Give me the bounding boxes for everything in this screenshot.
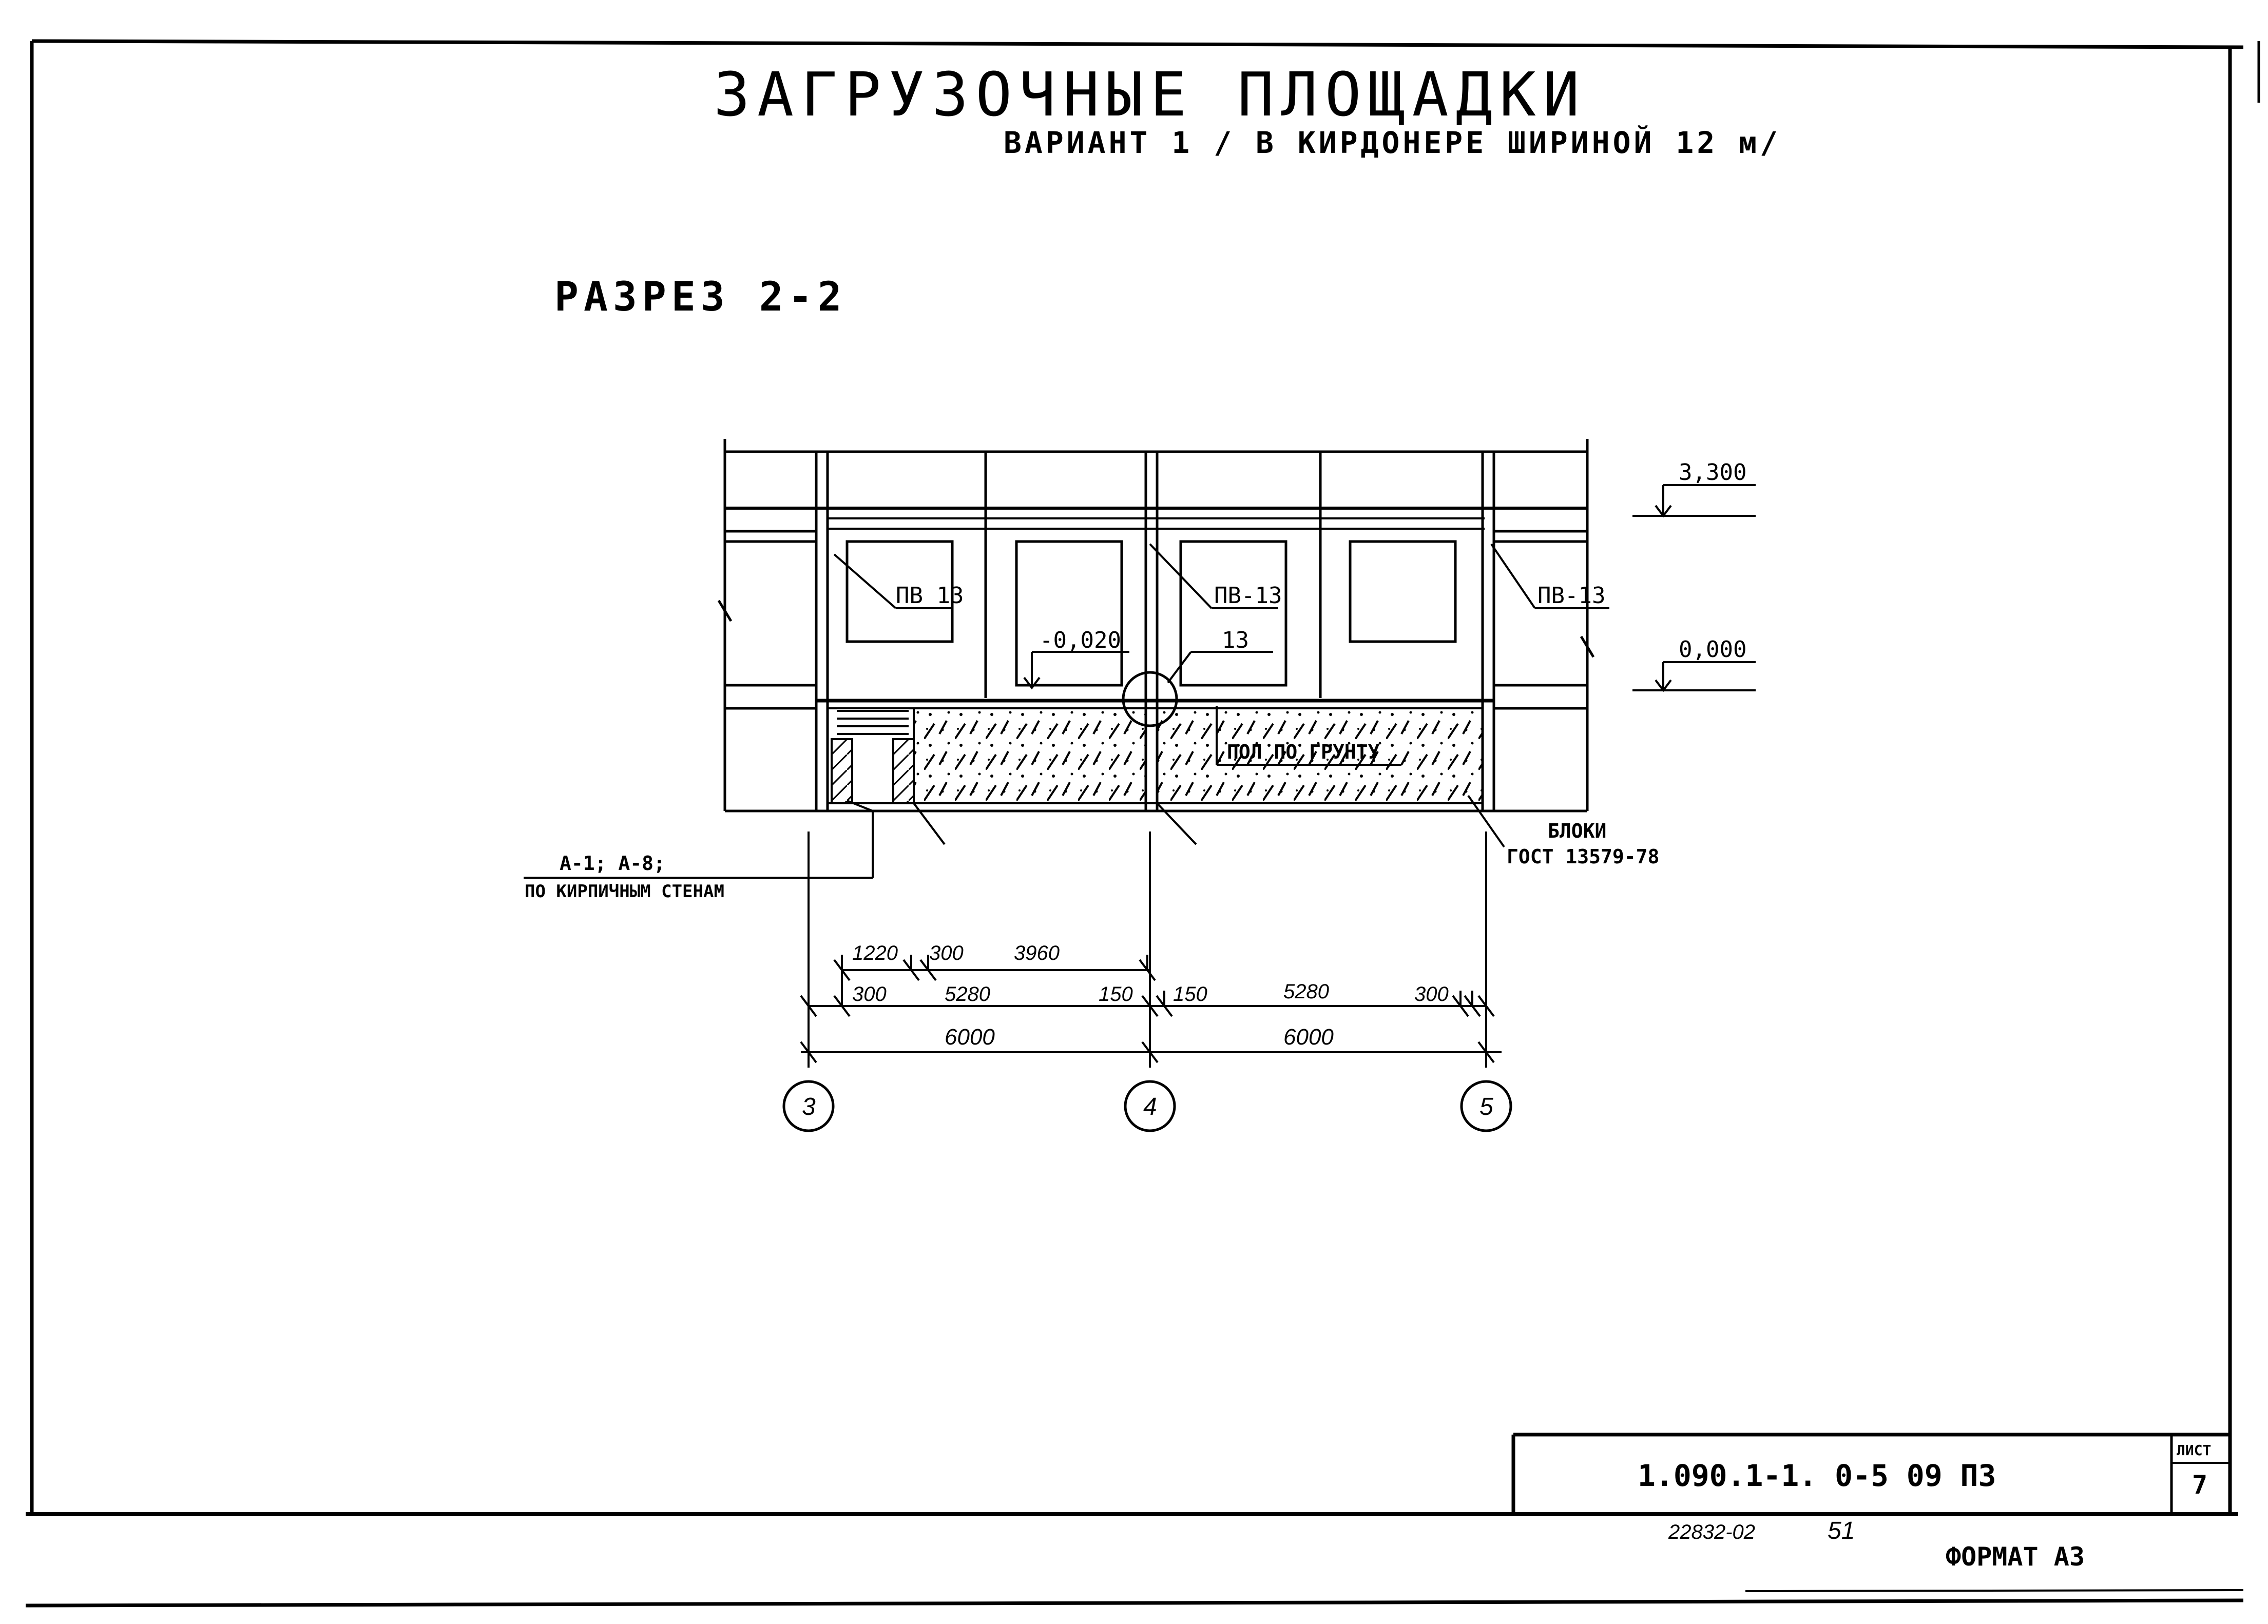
- callout-leader: [1167, 651, 1192, 684]
- axis-bubbles: [782, 1080, 1512, 1132]
- elevation-floor: 0,000: [1679, 636, 1746, 663]
- panel-leaders: [833, 543, 1609, 609]
- dim-3960: 3960: [1014, 942, 1060, 964]
- dim-150-right: 150: [1173, 983, 1207, 1006]
- dim-6000-right: 6000: [1283, 1024, 1334, 1050]
- floor-note: ПОЛ ПО ГРУНТУ: [1227, 741, 1380, 763]
- dim-6000-left: 6000: [945, 1024, 995, 1050]
- elevation-marks: [1632, 484, 1756, 692]
- brick-wall-left: [831, 738, 853, 804]
- sheet-number: 7: [2192, 1470, 2207, 1500]
- panel-label-2: ПВ-13: [1214, 583, 1282, 609]
- axis-5: 5: [1479, 1093, 1493, 1120]
- dim-5280-right: 5280: [1283, 980, 1329, 1003]
- dimension-lines: [800, 832, 1502, 1068]
- blocks-note-2: ГОСТ 13579-78: [1507, 845, 1659, 868]
- sheet-format: ФОРМАТ А3: [1946, 1542, 2085, 1572]
- title-block: [1511, 1433, 2230, 1514]
- brick-wall-right: [892, 738, 915, 804]
- section-label: РАЗРЕЗ 2-2: [554, 274, 847, 320]
- elevation-top: 3,300: [1679, 459, 1746, 486]
- sheet-frame: [25, 39, 2260, 1608]
- stair-steps: [837, 710, 909, 735]
- page-number: 51: [1828, 1517, 1855, 1544]
- inventory-number: 22832-02: [1668, 1521, 1755, 1543]
- drawing-title: ЗАГРУЗОЧНЫЕ ПЛОЩАДКИ: [714, 59, 1587, 130]
- blocks-leader: [1467, 795, 1505, 848]
- axis-3: 3: [802, 1093, 816, 1120]
- wall-note-1: А-1; А-8;: [560, 852, 665, 875]
- drawing-subtitle: ВАРИАНТ 1 / В КИРДОНЕРЕ ШИРИНОЙ 12 м/: [1004, 125, 1781, 160]
- document-code: 1.090.1-1. 0-5 09 ПЗ: [1638, 1458, 1996, 1493]
- soil-fill-left: [913, 707, 1147, 804]
- panel-label-3: ПВ-13: [1537, 583, 1605, 609]
- blocks-note-1: БЛОКИ: [1548, 820, 1606, 842]
- dim-300-left: 300: [852, 983, 887, 1006]
- dim-5280-left: 5280: [945, 983, 990, 1006]
- wall-note-2: ПО КИРПИЧНЫМ СТЕНАМ: [525, 881, 724, 902]
- detail-callout-circle: [1122, 671, 1178, 727]
- dim-150-left: 150: [1099, 983, 1133, 1006]
- floor-level-text: -0,020: [1040, 627, 1121, 653]
- wall-note-leaders: [524, 800, 1197, 879]
- floor-level-mark: [1023, 651, 1129, 690]
- axis-4: 4: [1143, 1093, 1157, 1120]
- panel-label-1: ПВ 13: [896, 583, 964, 609]
- callout-number: 13: [1222, 627, 1249, 653]
- sheet-label: ЛИСТ: [2177, 1442, 2211, 1459]
- dim-300-upper: 300: [929, 942, 964, 964]
- dim-1220: 1220: [852, 942, 898, 964]
- soil-fill-right: [1156, 707, 1484, 804]
- dim-300-right: 300: [1414, 983, 1449, 1006]
